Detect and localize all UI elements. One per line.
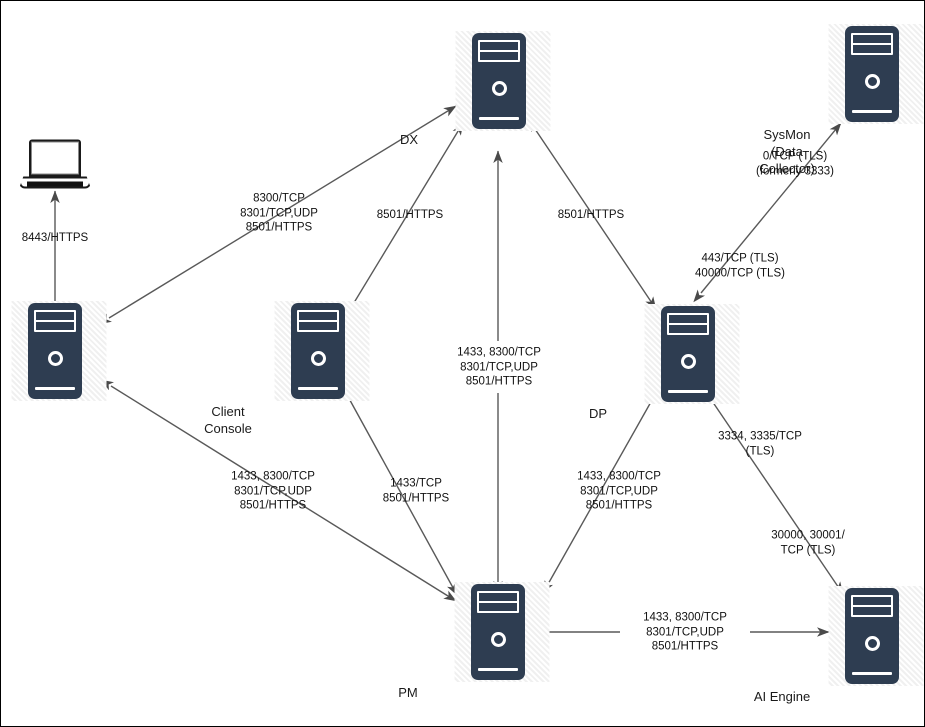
laptop-icon (19, 139, 91, 189)
power-button-icon (491, 81, 507, 97)
server-icon (845, 588, 899, 684)
server-base-line (35, 387, 75, 391)
power-button-icon (490, 632, 506, 648)
edge-label-dp-sysmon: 0/TCP (TLS) (formerly 3333) (756, 150, 834, 178)
edge-label-browser-webconsole: 8443/HTTPS (21, 231, 89, 244)
power-button-icon (47, 351, 63, 367)
edge-label-dx-dp: 8501/HTTPS (557, 208, 625, 221)
server-icon (291, 303, 345, 399)
node-label-ai-engine: AI Engine (753, 689, 811, 704)
edge-label-clientconsole-dx: 8501/HTTPS (376, 208, 444, 221)
node-label-dx: DX (399, 132, 419, 147)
server-bays (297, 309, 339, 332)
node-label-browser: Browser (1, 96, 55, 113)
laptop-lid (29, 139, 81, 177)
edge-label-dp-aiengine-ports: 30000, 30001/ TCP (TLS) (771, 529, 845, 557)
edge-label-dp-sysmon-ports: 443/TCP (TLS) 40000/TCP (TLS) (695, 252, 785, 280)
laptop-screen (31, 141, 79, 175)
server-base-line (852, 672, 892, 676)
node-label-pm: PM (398, 685, 418, 700)
server-bays (34, 309, 76, 332)
edge-label-dp-aiengine: 3334, 3335/TCP (TLS) (718, 430, 802, 458)
edge-label-dx-pm: 1433, 8300/TCP 8301/TCP,UDP 8501/HTTPS (457, 346, 541, 388)
server-bays (478, 39, 520, 62)
server-icon (661, 306, 715, 402)
server-base-line (668, 390, 708, 394)
server-icon (471, 584, 525, 680)
node-label-dp: DP (588, 406, 608, 421)
server-icon (472, 33, 526, 129)
edge-label-webconsole-pm: 1433, 8300/TCP 8301/TCP,UDP 8501/HTTPS (231, 470, 315, 512)
server-bays (667, 312, 709, 335)
server-bays (851, 32, 893, 55)
server-icon (28, 303, 82, 399)
server-base-line (479, 117, 519, 121)
node-label-web-console: Web Console (1, 403, 55, 437)
edge-label-webconsole-dx: 8300/TCP 8301/TCP,UDP 8501/HTTPS (240, 192, 318, 234)
edge-label-dp-pm: 1433, 8300/TCP 8301/TCP,UDP 8501/HTTPS (577, 470, 661, 512)
node-label-client-console: Client Console (204, 404, 252, 436)
server-base-line (852, 110, 892, 114)
edge-dp-aiengine (701, 385, 844, 595)
server-bays (477, 590, 519, 613)
power-button-icon (680, 354, 696, 370)
power-button-icon (310, 351, 326, 367)
edge-label-pm-aiengine: 1433, 8300/TCP 8301/TCP,UDP 8501/HTTPS (620, 610, 750, 654)
laptop-deck (19, 176, 91, 189)
edge-label-clientconsole-pm: 1433/TCP 8501/HTTPS (382, 477, 450, 505)
server-base-line (478, 668, 518, 672)
power-button-icon (864, 74, 880, 90)
server-icon (845, 26, 899, 122)
server-base-line (298, 387, 338, 391)
server-bays (851, 594, 893, 617)
power-button-icon (864, 636, 880, 652)
